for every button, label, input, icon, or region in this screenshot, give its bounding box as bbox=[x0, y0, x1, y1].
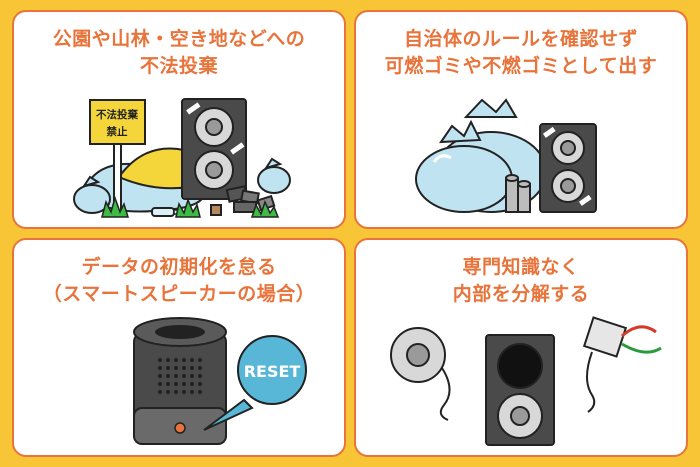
loose-driver-icon bbox=[390, 327, 451, 421]
smart-speaker-illustration: RESET bbox=[133, 317, 307, 445]
title-line-1: 専門知識なく bbox=[462, 256, 580, 278]
sign-board bbox=[89, 99, 146, 145]
garbage-bags-illustration bbox=[415, 98, 597, 213]
reset-badge-text: RESET bbox=[244, 362, 301, 381]
trash-bag-icon bbox=[257, 157, 291, 194]
panel-improper-disposal: 自治体のルールを確認せず 可燃ゴミや不燃ゴミとして出す bbox=[354, 10, 688, 229]
title-line-2: 内部を分解する bbox=[452, 283, 590, 305]
cans-icon bbox=[505, 174, 531, 213]
panel-title: データの初期化を怠る （スマートスピーカーの場合） bbox=[14, 254, 344, 308]
title-line-1: 自治体のルールを確認せず bbox=[403, 28, 638, 50]
title-line-2: 可燃ゴミや不燃ゴミとして出す bbox=[384, 55, 658, 77]
smart-speaker-icon bbox=[133, 317, 227, 445]
title-line-2: （スマートスピーカーの場合） bbox=[42, 283, 316, 305]
panel-title: 自治体のルールを確認せず 可燃ゴミや不燃ゴミとして出す bbox=[356, 26, 686, 80]
speaker-icon bbox=[181, 98, 247, 200]
title-line-1: データの初期化を怠る bbox=[81, 256, 277, 278]
title-line-1: 公園や山林・空き地などへの bbox=[52, 28, 306, 50]
panel-title: 専門知識なく 内部を分解する bbox=[356, 254, 686, 308]
can-icon bbox=[210, 204, 222, 216]
panel-disassembly: 専門知識なく 内部を分解する bbox=[354, 238, 688, 457]
circuit-part-icon bbox=[582, 316, 662, 413]
reset-badge-icon bbox=[237, 335, 307, 405]
title-line-2: 不法投棄 bbox=[139, 55, 218, 77]
panel-illegal-dumping: 公園や山林・空き地などへの 不法投棄 不法投棄 禁止 bbox=[12, 10, 346, 229]
speaker-cabinet-icon bbox=[485, 334, 555, 446]
disassembled-speaker-illustration bbox=[390, 316, 662, 446]
sign-text-2: 禁止 bbox=[106, 125, 128, 138]
speaker-icon bbox=[539, 123, 597, 213]
grass-icon bbox=[101, 195, 280, 218]
panel-title: 公園や山林・空き地などへの 不法投棄 bbox=[14, 26, 344, 80]
panel-data-reset: データの初期化を怠る （スマートスピーカーの場合） RESET bbox=[12, 238, 346, 457]
power-led-icon bbox=[174, 422, 186, 434]
speech-bubble-tail bbox=[203, 398, 254, 431]
illegal-dumping-illustration: 不法投棄 禁止 bbox=[73, 98, 291, 218]
sign-text-1: 不法投棄 bbox=[96, 108, 138, 121]
trash-bag-icon bbox=[73, 175, 111, 214]
